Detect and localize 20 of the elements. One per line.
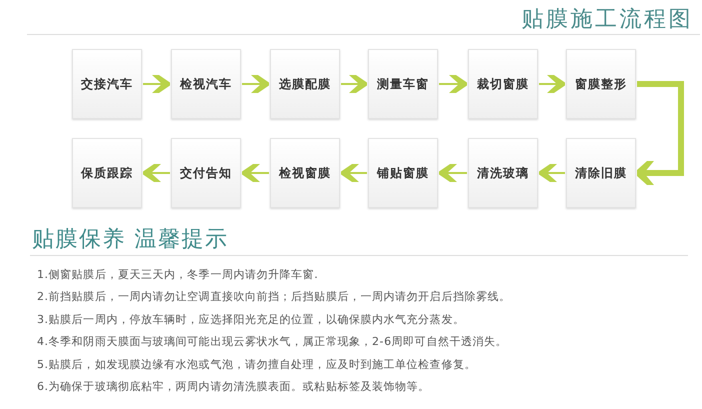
process-box: 清除旧膜	[566, 138, 636, 208]
process-box: 检视窗膜	[270, 138, 340, 208]
process-box: 交接汽车	[72, 49, 142, 119]
note-text: 5.贴膜后，如发现膜边缘有水泡或气泡，请勿擅自处理，应及时到施工单位检查修复。	[37, 357, 476, 372]
process-box: 检视汽车	[171, 49, 241, 119]
section-heading: 贴膜保养 温馨提示	[32, 226, 228, 254]
process-box: 保质跟踪	[72, 138, 142, 208]
note-text: 4.冬季和阴雨天膜面与玻璃间可能出现云雾状水气，属正常现象，2-6周即可自然干透消失。	[37, 334, 508, 349]
process-box: 交付告知	[171, 138, 241, 208]
process-box: 测量车窗	[368, 49, 438, 119]
process-box: 铺贴窗膜	[368, 138, 438, 208]
process-box: 清洗玻璃	[468, 138, 538, 208]
process-box: 裁切窗膜	[468, 49, 538, 119]
note-text: 3.贴膜后一周内，停放车辆时，应选择阳光充足的位置，以确保膜内水气充分蒸发。	[37, 312, 464, 327]
title: 贴膜施工流程图	[522, 6, 693, 33]
note-text: 2.前挡贴膜后，一周内请勿让空调直接吹向前挡；后挡贴膜后，一周内请勿开启后挡除雾线。	[37, 289, 511, 304]
note-text: 6.为确保于玻璃彻底粘牢，两周内请勿清洗膜表面。或粘贴标签及装饰物等。	[37, 379, 430, 394]
process-box: 窗膜整形	[566, 49, 636, 119]
note-text: 1.侧窗贴膜后，夏天三天内，冬季一周内请勿升降车窗.	[37, 267, 318, 282]
process-box: 选膜配膜	[270, 49, 340, 119]
